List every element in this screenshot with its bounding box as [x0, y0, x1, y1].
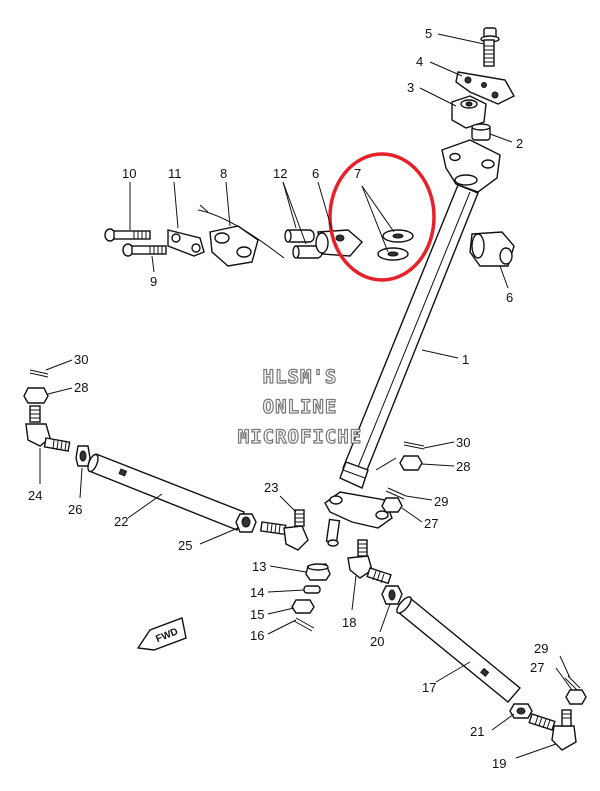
part-13-boot: [305, 563, 331, 581]
callout-7: 7: [354, 166, 361, 181]
part-2-bushing: [471, 123, 491, 141]
callout-22: 22: [114, 514, 128, 529]
callout-14: 14: [250, 585, 264, 600]
watermark-line-3: MICROFICHE: [238, 426, 362, 448]
part-11-plate: [167, 229, 205, 257]
callout-17: 17: [422, 680, 436, 695]
fwd-arrow: FWD: [136, 617, 187, 651]
callout-28b: 28: [456, 459, 470, 474]
part-17-tie-rod: [396, 596, 521, 703]
callout-25: 25: [178, 538, 192, 553]
callout-12: 12: [273, 166, 287, 181]
callout-27: 27: [424, 516, 438, 531]
callout-11: 11: [168, 166, 182, 181]
callout-2: 2: [516, 136, 523, 151]
part-30-cotter-pin-right: [403, 441, 425, 450]
part-3-collar: [451, 95, 487, 129]
part-18-tie-rod-end: [347, 539, 392, 585]
part-9-bolt: [122, 243, 167, 257]
callout-30: 30: [74, 352, 88, 367]
part-29-cotter-pin: [385, 487, 407, 500]
callout-6b: 6: [506, 290, 513, 305]
callout-4: 4: [416, 54, 423, 69]
part-14-washer: [303, 585, 321, 594]
part-23-tie-rod-end: [259, 509, 309, 551]
part-27-nut-right: [565, 689, 587, 705]
part-7-washers: [377, 229, 414, 261]
watermark: HLSM'S ONLINE MICROFICHE: [237, 365, 362, 448]
callout-28: 28: [74, 380, 88, 395]
callout-26: 26: [68, 502, 82, 517]
callout-10: 10: [122, 166, 136, 181]
part-24-tie-rod-end: [25, 405, 71, 452]
part-19-tie-rod-end: [528, 709, 577, 751]
part-21-nut: [509, 703, 533, 719]
callouts: 5 4 3 2 7 10 11 8 12 6 9 6 1 30 28 24 26…: [28, 26, 548, 771]
callout-16: 16: [250, 628, 264, 643]
part-30-cotter-pin: [29, 369, 49, 378]
part-4-lock-plate: [455, 71, 515, 105]
part-15-nut: [291, 599, 315, 614]
part-6-clamp-left: [315, 229, 363, 257]
part-26-nut: [75, 445, 91, 467]
leader-lines: [39, 33, 573, 759]
steering-column: [324, 139, 501, 547]
part-10-bolt: [104, 228, 151, 242]
watermark-line-2: ONLINE: [263, 396, 338, 418]
callout-8: 8: [220, 166, 227, 181]
part-6-clamp-right: [469, 231, 515, 267]
part-28-nut: [23, 387, 49, 404]
part-20-nut: [381, 585, 403, 605]
callout-5: 5: [425, 26, 432, 41]
part-5-bolt: [480, 27, 500, 67]
callout-13: 13: [252, 559, 266, 574]
callout-24: 24: [28, 488, 42, 503]
callout-18: 18: [342, 615, 356, 630]
callout-6: 6: [312, 166, 319, 181]
callout-3: 3: [407, 80, 414, 95]
callout-23: 23: [264, 480, 278, 495]
callout-29b: 29: [534, 641, 548, 656]
watermark-line-1: HLSM'S: [263, 366, 338, 388]
callout-9: 9: [150, 274, 157, 289]
part-27-nut: [381, 497, 403, 513]
callout-21: 21: [470, 724, 484, 739]
part-25-nut: [235, 513, 257, 533]
part-22-tie-rod: [87, 453, 245, 531]
part-12-pins: [284, 229, 323, 259]
callout-29: 29: [434, 494, 448, 509]
callout-15: 15: [250, 607, 264, 622]
callout-20: 20: [370, 634, 384, 649]
callout-1: 1: [462, 352, 469, 367]
part-28-nut-right: [399, 455, 423, 471]
part-8-arm: [197, 204, 285, 267]
callout-30b: 30: [456, 435, 470, 450]
highlight-circle: [328, 152, 436, 282]
callout-27b: 27: [530, 660, 544, 675]
part-16-cotter-pin: [293, 617, 315, 632]
callout-19: 19: [492, 756, 506, 771]
